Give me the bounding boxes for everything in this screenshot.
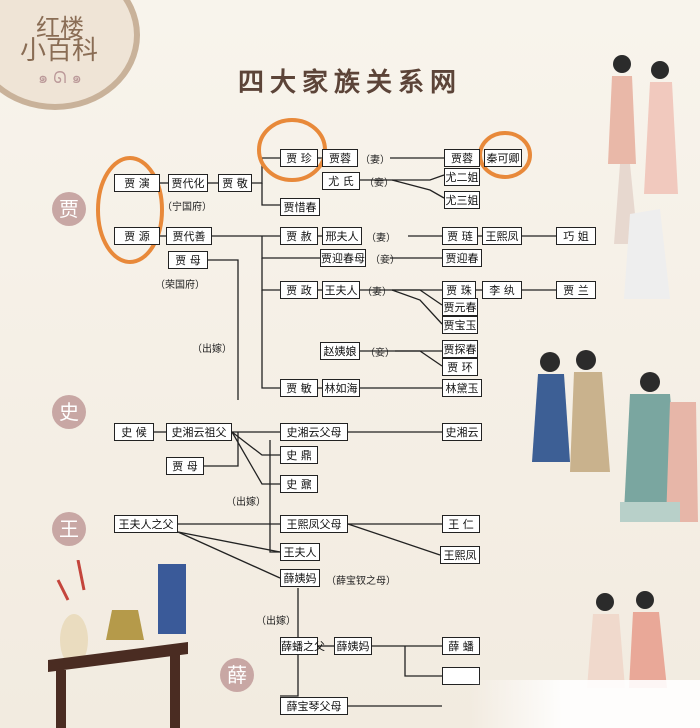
node-wang-ren[interactable]: 王 仁 [442, 515, 480, 533]
badge-line2: 小百科 [20, 36, 99, 66]
rel-qi-2: （妻） [366, 233, 396, 244]
node-jia-yingchun[interactable]: 贾迎春 [442, 249, 482, 267]
label-chujia-3: （出嫁） [256, 616, 296, 627]
rel-qie-3: （妾） [365, 348, 395, 359]
node-wang-furen-2[interactable]: 王夫人 [280, 543, 320, 561]
family-jia-icon: 贾 [52, 192, 86, 226]
family-xue-icon: 薛 [220, 658, 254, 692]
node-shi-ding[interactable]: 史 鼎 [280, 446, 318, 464]
label-rongguo: （荣国府） [155, 280, 205, 291]
node-jia-min[interactable]: 贾 敏 [280, 379, 318, 397]
node-you-erjie[interactable]: 尤二姐 [444, 168, 480, 186]
node-wang-furen[interactable]: 王夫人 [322, 281, 360, 299]
node-shi-xiangyun-zufu[interactable]: 史湘云祖父 [166, 423, 232, 441]
node-jia-baoyu[interactable]: 贾宝玉 [442, 316, 478, 334]
node-jia-mu[interactable]: 贾 母 [168, 251, 208, 269]
node-xue-pan[interactable]: 薛 蟠 [442, 637, 480, 655]
node-jia-xichun[interactable]: 贾惜春 [280, 198, 320, 216]
node-you-shi[interactable]: 尤 氏 [322, 172, 360, 190]
group-illustration [532, 350, 698, 522]
lady-illustration-top [608, 55, 678, 299]
family-shi-icon: 史 [52, 395, 86, 429]
node-jia-tanchun[interactable]: 贾探春 [442, 340, 478, 358]
node-jia-yuanchun[interactable]: 贾元春 [442, 298, 478, 316]
label-chujia-2: （出嫁） [226, 497, 266, 508]
node-jia-mu-shi[interactable]: 贾 母 [166, 457, 204, 475]
node-jia-yingchun-mu[interactable]: 贾迎春母 [320, 249, 366, 267]
node-wang-furen-zhifu[interactable]: 王夫人之父 [114, 515, 178, 533]
rel-qi-3: （妻） [362, 287, 392, 298]
node-jia-yan[interactable]: 贾 演 [114, 174, 160, 192]
node-jia-rong[interactable]: 贾蓉 [444, 149, 480, 167]
label-ningguo: （宁国府） [162, 202, 212, 213]
node-shi-xiangyun-fumu[interactable]: 史湘云父母 [280, 423, 348, 441]
node-jia-daihua[interactable]: 贾代化 [168, 174, 208, 192]
diagram-title: 四大家族关系网 [238, 68, 463, 98]
node-shi-hou[interactable]: 史 候 [114, 423, 154, 441]
label-xue-baochai-zhimu: （薛宝钗之母） [326, 576, 396, 587]
node-jia-jing[interactable]: 贾 敬 [218, 174, 252, 192]
watermark-overlay [470, 680, 700, 728]
node-shi-xiangyun[interactable]: 史湘云 [442, 423, 482, 441]
encyclopedia-badge: 红楼 小百科 ๑ ᘏ ๑ [0, 0, 140, 110]
node-you-sanjie[interactable]: 尤三姐 [444, 191, 480, 209]
node-qin-keqing[interactable]: 秦可卿 [484, 149, 522, 167]
node-wang-xifeng-fumu[interactable]: 王熙凤父母 [280, 515, 348, 533]
node-xue-baoqin-fumu[interactable]: 薛宝琴父母 [280, 697, 348, 715]
node-lin-daiyu[interactable]: 林黛玉 [442, 379, 482, 397]
label-chujia-1: （出嫁） [192, 344, 232, 355]
node-xue-yima-2[interactable]: 薛姨妈 [334, 637, 372, 655]
node-jia-zheng[interactable]: 贾 政 [280, 281, 318, 299]
node-jia-lian[interactable]: 贾 琏 [442, 227, 478, 245]
rel-qi-1: （妻） [360, 155, 390, 166]
node-zhao-yiniang[interactable]: 赵姨娘 [320, 342, 360, 360]
couple-illustration [587, 591, 667, 688]
node-wang-xifeng[interactable]: 王熙凤 [482, 227, 522, 245]
node-shi-nai[interactable]: 史 鼐 [280, 475, 318, 493]
vase-table-illustration [48, 560, 188, 728]
node-jia-rong-father[interactable]: 贾蓉 [322, 149, 358, 167]
node-qiao-jie[interactable]: 巧 姐 [556, 227, 596, 245]
node-jia-she[interactable]: 贾 赦 [280, 227, 318, 245]
node-xing-furen[interactable]: 邢夫人 [322, 227, 362, 245]
node-xue-yima[interactable]: 薛姨妈 [280, 569, 320, 587]
node-jia-zhen[interactable]: 贾 珍 [280, 149, 318, 167]
node-jia-yuan[interactable]: 贾 源 [114, 227, 160, 245]
badge-line1: 红楼 [36, 14, 84, 42]
family-wang-icon: 王 [52, 512, 86, 546]
node-jia-lan[interactable]: 贾 兰 [556, 281, 596, 299]
node-jia-huan[interactable]: 贾 环 [442, 358, 478, 376]
node-lin-ruhai[interactable]: 林如海 [322, 379, 360, 397]
node-jia-zhu[interactable]: 贾 珠 [442, 281, 476, 299]
swirl-ornament-icon: ๑ ᘏ ๑ [38, 68, 82, 87]
node-wang-xifeng-2[interactable]: 王熙凤 [440, 546, 480, 564]
node-li-wan[interactable]: 李 纨 [482, 281, 522, 299]
node-xue-pan-zhifu[interactable]: 薛蟠之父 [280, 637, 325, 655]
node-jia-daishan[interactable]: 贾代善 [166, 227, 212, 245]
rel-qie-2: （妾） [370, 255, 400, 266]
rel-qie-1: （妾） [364, 178, 394, 189]
